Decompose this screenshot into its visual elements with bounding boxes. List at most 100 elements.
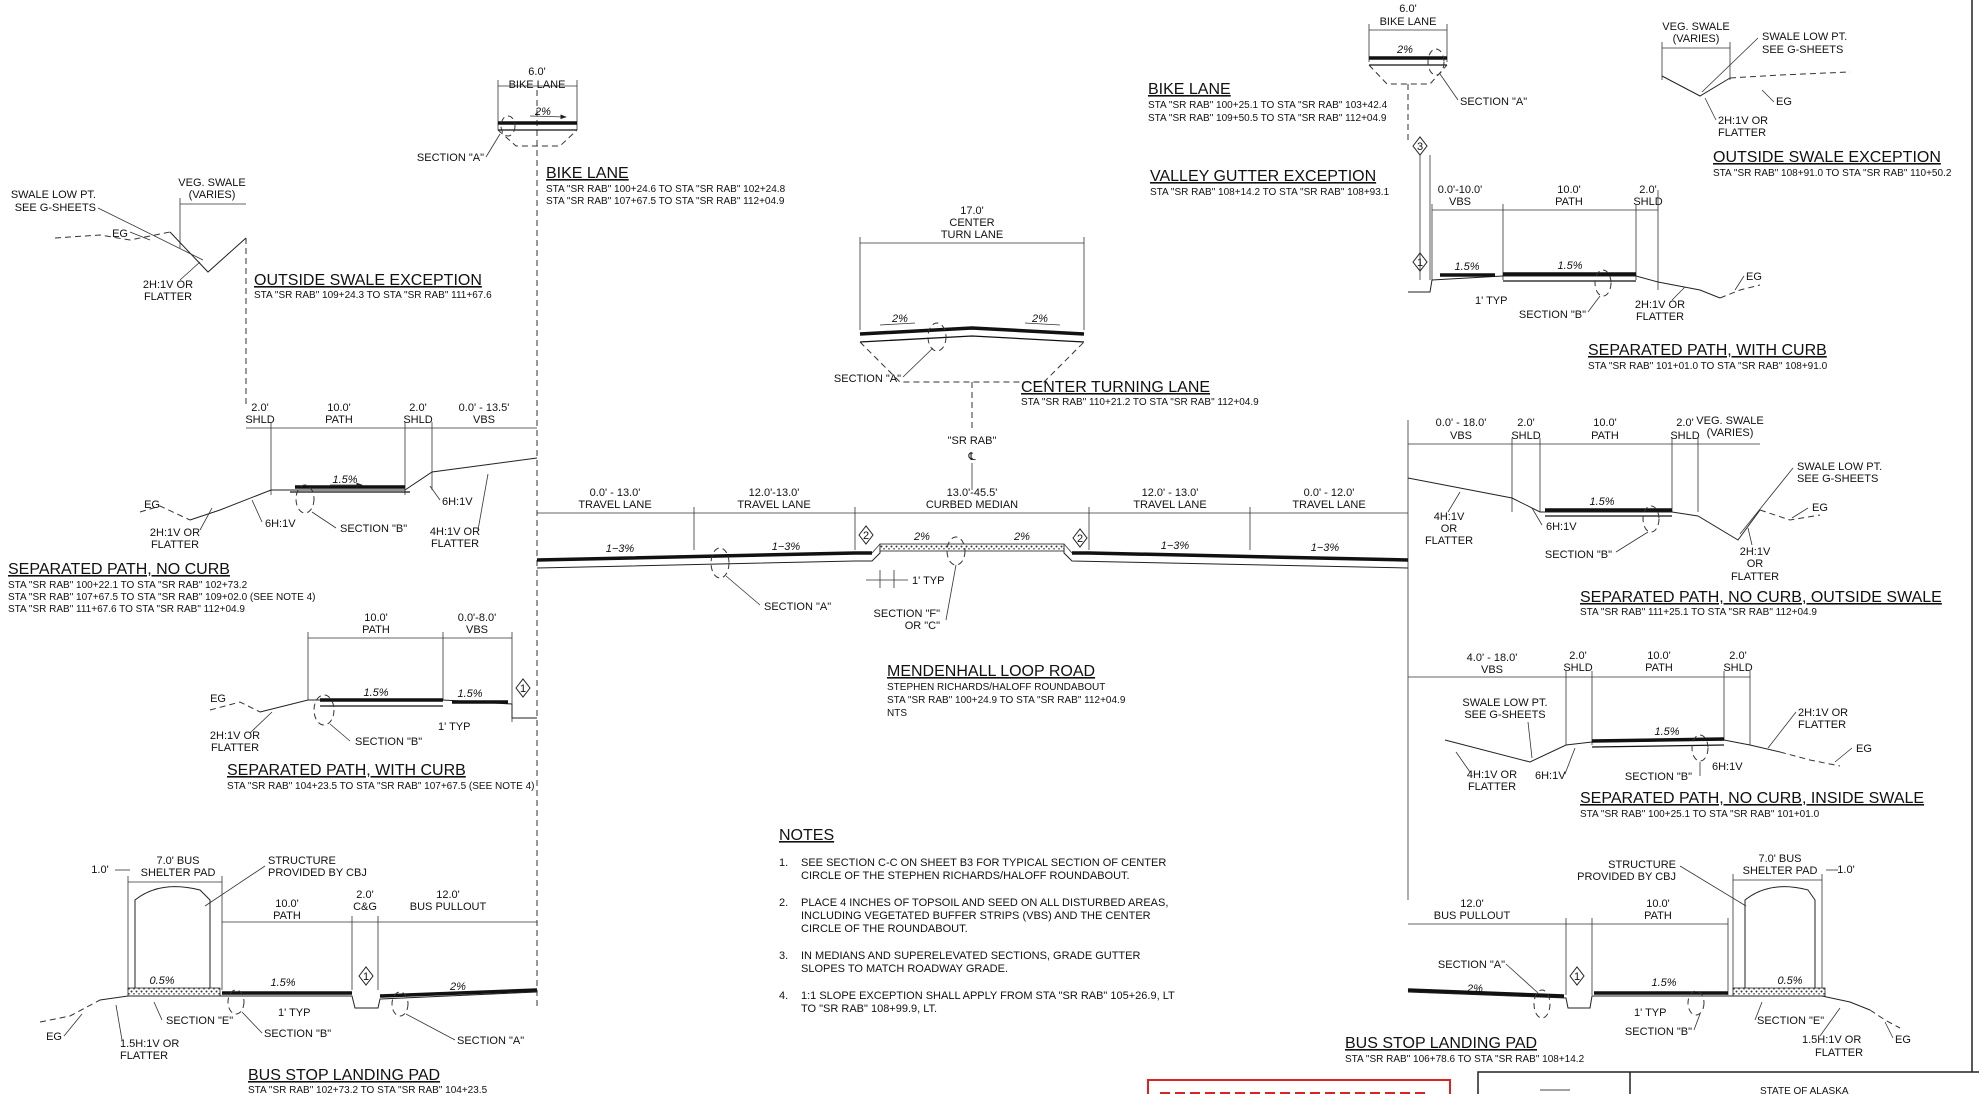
shld-width-3: 2.0': [1639, 184, 1656, 196]
path-width-1: 10.0': [327, 402, 351, 414]
see-g-sheets-label-3: SEE G-SHEETS: [1797, 473, 1878, 485]
note-number: 1.: [779, 857, 788, 869]
sr-rab-label: "SR RAB": [948, 435, 997, 447]
cg-label: C&G: [353, 901, 377, 913]
one-ft-dim: 1.0': [91, 864, 108, 876]
revision-stamp-box: [1147, 1079, 1451, 1099]
eg-label-9: EG: [1895, 1034, 1911, 1046]
two-h-label-6: 2H:1V: [1740, 546, 1771, 558]
sep-no-curb-left-sta-2: STA "SR RAB" 107+67.5 TO STA "SR RAB" 10…: [8, 592, 316, 603]
one-typ-label-5: 1' TYP: [1634, 1007, 1666, 1019]
section-a-callout: SECTION "A": [417, 152, 484, 164]
veg-swale-label-3: VEG. SWALE: [1696, 415, 1763, 427]
bus-stop-left-detail: 7.0' BUS SHELTER PAD 1.0' STRUCTURE PROV…: [39, 855, 538, 1096]
shld-width-5: 2.0': [1676, 417, 1693, 429]
swale-low-label-2: SWALE LOW PT.: [1762, 31, 1847, 43]
valley-gutter-sta: STA "SR RAB" 108+14.2 TO STA "SR RAB" 10…: [1150, 187, 1390, 198]
tl-slope-3: 1−3%: [1161, 540, 1190, 552]
median-slope-left: 2%: [913, 531, 930, 543]
sep-no-curb-outside-title: SEPARATED PATH, NO CURB, OUTSIDE SWALE: [1580, 589, 1942, 606]
flatter-label-9: FLATTER: [1731, 571, 1779, 583]
bike-lane-left-title: BIKE LANE: [546, 165, 629, 182]
mendenhall-nts: NTS: [887, 708, 907, 719]
flatter-label-10: FLATTER: [1468, 781, 1516, 793]
pullout-width: 12.0': [436, 889, 460, 901]
or-label-2: OR: [1747, 558, 1764, 570]
four-h-label-3: 4H:1V OR: [1467, 769, 1517, 781]
pullout-slope-2: 2%: [1466, 983, 1483, 995]
varies-label: (VARIES): [189, 189, 236, 201]
centerline-symbol: ℄: [967, 451, 975, 463]
mendenhall-main-section: 0.0' - 13.0' TRAVEL LANE 12.0'-13.0' TRA…: [536, 420, 1409, 900]
vbs-label-3: VBS: [1449, 196, 1471, 208]
bike-lane-slope: 2%: [534, 106, 551, 118]
eg-label-7: EG: [1812, 502, 1828, 514]
by-cbj-label-2: PROVIDED BY CBJ: [1577, 871, 1676, 883]
one-five-h-label-2: 1.5H:1V OR: [1802, 1034, 1861, 1046]
vbs-label-1: VBS: [473, 414, 495, 426]
one-typ-label-4: 1' TYP: [1475, 295, 1507, 307]
center-turning-lane-detail: 17.0' CENTER TURN LANE 2% 2% SECTION "A"…: [834, 205, 1259, 490]
by-cbj-label-1: PROVIDED BY CBJ: [268, 867, 367, 879]
two-h-label-3: 2H:1V OR: [210, 730, 260, 742]
path-width-6: 10.0': [1593, 417, 1617, 429]
ctl-title: CENTER TURNING LANE: [1021, 379, 1210, 396]
vbs-width-3: 0.0'-10.0': [1438, 184, 1483, 196]
section-b-callout-6: SECTION "B": [1625, 771, 1692, 783]
bike-lane-right-title: BIKE LANE: [1148, 81, 1231, 98]
note-line: PLACE 4 INCHES OF TOPSOIL AND SEED ON AL…: [801, 897, 1168, 909]
median-label: CURBED MEDIAN: [926, 499, 1018, 511]
flatter-label-2: FLATTER: [151, 539, 199, 551]
veg-swale-label-2: VEG. SWALE: [1662, 21, 1729, 33]
note-line: TO "SR RAB" 108+99.9, LT.: [801, 1003, 937, 1015]
section-b-callout-1: SECTION "B": [340, 523, 407, 535]
path-slope-9: 1.5%: [1651, 977, 1676, 989]
note-marker-4: 2: [1077, 533, 1083, 545]
section-a-callout-4: SECTION "A": [764, 601, 831, 613]
bus-stop-right-sta: STA "SR RAB" 106+78.6 TO STA "SR RAB" 10…: [1345, 1054, 1585, 1065]
shelter-pad-label-2: SHELTER PAD: [1743, 865, 1818, 877]
bus-stop-right-detail: STRUCTURE PROVIDED BY CBJ 7.0' BUS SHELT…: [1345, 853, 1911, 1065]
ctl-slope-left: 2%: [891, 313, 908, 325]
eg-label-6: EG: [1776, 96, 1792, 108]
sep-no-curb-inside-sta: STA "SR RAB" 100+25.1 TO STA "SR RAB" 10…: [1580, 809, 1820, 820]
valley-gutter-detail: VALLEY GUTTER EXCEPTION STA "SR RAB" 108…: [1150, 136, 1431, 280]
section-a-callout-3: SECTION "A": [834, 373, 901, 385]
path-width-2: 10.0': [364, 612, 388, 624]
bike-lane-right-width: 6.0': [1399, 3, 1416, 15]
bike-lane-width: 6.0': [528, 66, 545, 78]
path-slope-5: 1.5%: [1454, 261, 1479, 273]
note-marker-6: 1: [1417, 257, 1423, 269]
title-block: STATE OF ALASKA: [1147, 1071, 1979, 1099]
see-g-sheets-label: SEE G-SHEETS: [15, 202, 96, 214]
sep-with-curb-right-sta: STA "SR RAB" 101+01.0 TO STA "SR RAB" 10…: [1588, 361, 1828, 372]
vbs-label-2: VBS: [466, 624, 488, 636]
shld-label-7: SHLD: [1723, 662, 1752, 674]
two-h-label-5: 2H:1V OR: [1718, 115, 1768, 127]
section-e-callout-1: SECTION "E": [166, 1015, 233, 1027]
note-line: CIRCLE OF THE STEPHEN RICHARDS/HALOFF RO…: [801, 870, 1130, 882]
section-b-callout-5: SECTION "B": [1545, 549, 1612, 561]
eg-label-5: EG: [1746, 271, 1762, 283]
notes-heading: NOTES: [779, 827, 834, 844]
flatter-label-6: FLATTER: [1636, 311, 1684, 323]
path-slope-2: 1.5%: [363, 687, 388, 699]
outside-swale-left-detail: SWALE LOW PT. SEE G-SHEETS VEG. SWALE (V…: [11, 177, 492, 303]
section-e-callout-2: SECTION "E": [1757, 1015, 1824, 1027]
section-b-callout-4: SECTION "B": [1519, 309, 1586, 321]
path-slope-3: 1.5%: [457, 688, 482, 700]
sep-no-curb-inside-title: SEPARATED PATH, NO CURB, INSIDE SWALE: [1580, 790, 1924, 807]
median-width: 13.0'-45.5': [947, 487, 998, 499]
note-marker-3: 2: [863, 530, 869, 542]
note-line: CIRCLE OF THE ROUNDABOUT.: [801, 923, 968, 935]
shelter-pad-label: SHELTER PAD: [141, 867, 216, 879]
path-label-7: PATH: [1645, 662, 1673, 674]
eg-label-8: EG: [1856, 743, 1872, 755]
tl-slope-4: 1−3%: [1311, 542, 1340, 554]
path-label-6: PATH: [1591, 430, 1619, 442]
shld-width-7: 2.0': [1729, 650, 1746, 662]
six-h-label-1: 6H:1V: [265, 518, 296, 530]
bus-pad-width: 7.0' BUS: [156, 855, 199, 867]
shld-width-1: 2.0': [251, 402, 268, 414]
two-h-label-4: 2H:1V OR: [1635, 299, 1685, 311]
